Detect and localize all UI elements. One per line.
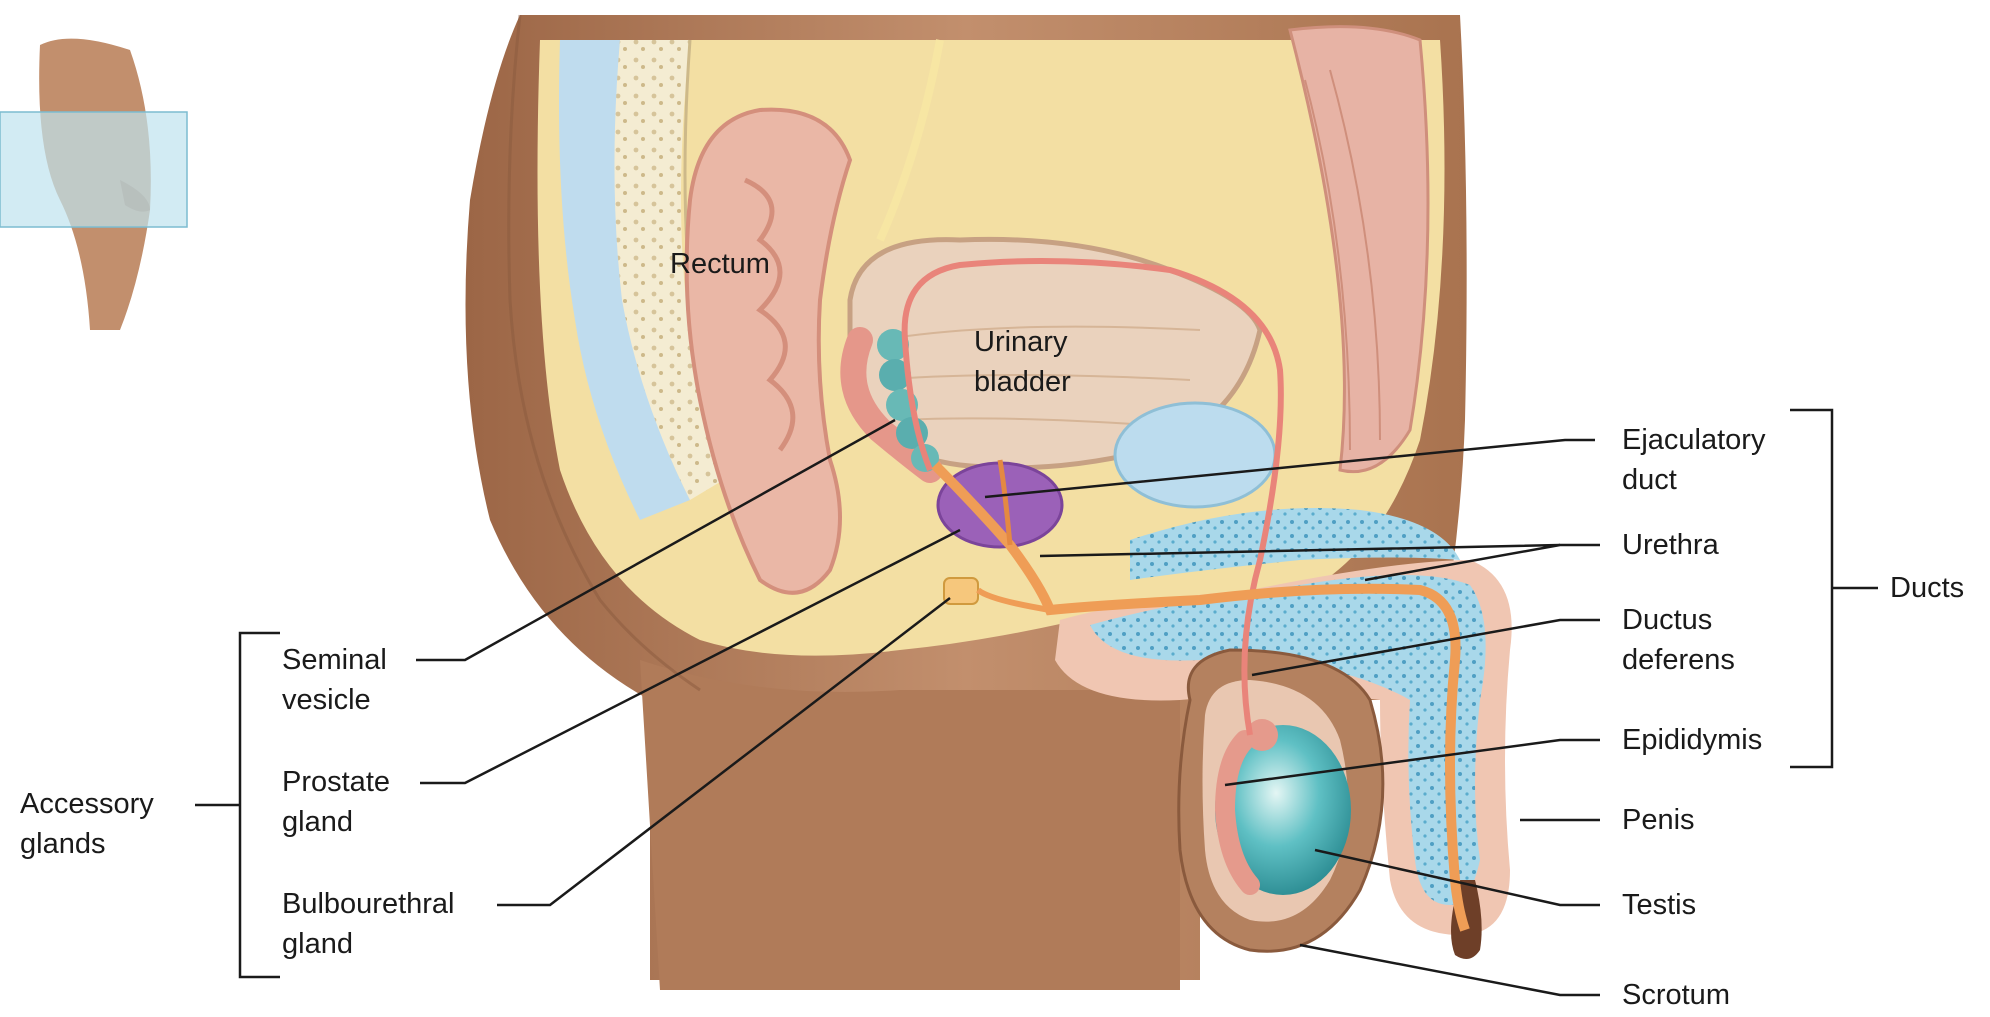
label-urinary-bladder: Urinary bladder — [974, 326, 1071, 398]
label-seminal-vesicle: Seminal vesicle — [282, 644, 387, 716]
leader-ejaculatory-duct — [984, 438, 1595, 499]
label-ducts: Ducts — [1890, 572, 1965, 604]
bracket-ducts — [1790, 408, 1878, 769]
epididymis — [1214, 730, 1260, 895]
label-urethra: Urethra — [1622, 529, 1719, 561]
label-accessory-glands: Accessory glands — [20, 788, 154, 860]
abdominal-wall — [1288, 25, 1430, 474]
leader-seminal-vesicle — [416, 418, 896, 662]
leader-prostate-gland — [420, 528, 961, 785]
label-scrotum: Scrotum — [1622, 979, 1730, 1011]
rectum — [684, 107, 853, 595]
leader-urethra — [1039, 543, 1600, 582]
bracket-accessory-glands — [195, 631, 280, 979]
label-rectum: Rectum — [670, 248, 770, 280]
seminal-vesicle — [840, 327, 943, 483]
label-penis: Penis — [1622, 804, 1695, 836]
leader-scrotum — [1299, 943, 1600, 997]
ductus-deferens — [901, 258, 1284, 736]
leader-bulbourethral-gland — [497, 597, 951, 907]
label-ejaculatory-duct: Ejaculatory duct — [1622, 424, 1766, 496]
label-epididymis: Epididymis — [1622, 724, 1763, 756]
orientation-thumbnail — [0, 38, 188, 331]
urethra — [931, 461, 1470, 932]
label-testis: Testis — [1622, 889, 1697, 921]
leader-ductus-deferens — [1251, 618, 1600, 677]
leader-testis — [1314, 848, 1600, 907]
testis — [1215, 725, 1351, 895]
label-prostate-gland: Prostate gland — [282, 766, 390, 838]
label-ductus-deferens: Ductus deferens — [1622, 604, 1735, 676]
penis — [1055, 508, 1512, 959]
leader-epididymis — [1224, 738, 1600, 787]
label-bulbourethral-gland: Bulbourethral gland — [282, 888, 455, 960]
